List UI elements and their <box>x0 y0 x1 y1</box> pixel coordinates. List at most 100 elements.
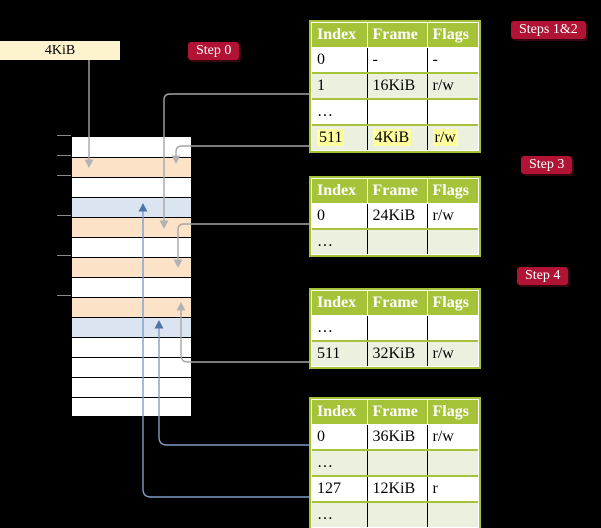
table-cell: r <box>426 475 478 502</box>
table-row: … <box>312 98 478 125</box>
memory-row-9-orange <box>72 297 191 317</box>
column-header-flags: Flags <box>426 179 478 204</box>
table-row: … <box>312 315 478 341</box>
column-header-index: Index <box>312 291 367 316</box>
column-header-flags: Flags <box>426 400 478 425</box>
table-cell: 4KiB <box>366 124 427 150</box>
highlighted-value: 4KiB <box>372 129 412 146</box>
tick-mark <box>57 215 71 216</box>
column-header-index: Index <box>312 400 367 425</box>
column-header-flags: Flags <box>426 23 478 48</box>
column-header-frame: Frame <box>366 179 427 204</box>
step-badge-step-0: Step 0 <box>188 42 240 60</box>
tick-mark <box>57 135 71 136</box>
table-cell: … <box>312 449 367 476</box>
memory-row-2-orange <box>72 157 191 177</box>
table-cell: 0 <box>317 207 325 224</box>
table-cell <box>366 98 427 125</box>
memory-stack <box>71 136 192 417</box>
table-cell: 12KiB <box>366 475 427 502</box>
table-cell: 511 <box>312 124 367 150</box>
table-cell: 0 <box>317 428 325 445</box>
memory-row-7-orange <box>72 257 191 277</box>
memory-row-14-white <box>72 397 191 416</box>
tick-mark <box>57 295 71 296</box>
table-cell: … <box>312 98 367 125</box>
table-cell <box>366 315 427 341</box>
tick-mark <box>57 255 71 256</box>
memory-row-13-white <box>72 377 191 397</box>
table-cell: … <box>312 501 367 527</box>
column-header-flags: Flags <box>426 291 478 316</box>
table-cell <box>366 449 427 476</box>
highlighted-value: r/w <box>432 129 458 146</box>
table-cell: 16KiB <box>366 72 427 99</box>
highlighted-value: 511 <box>317 129 345 146</box>
table-cell <box>426 228 478 254</box>
table-cell: r/w <box>426 124 478 150</box>
table-cell: … <box>317 319 333 336</box>
column-header-index: Index <box>312 179 367 204</box>
memory-row-10-blue <box>72 317 191 337</box>
memory-row-5-orange <box>72 217 191 237</box>
frame-size-box: 4KiB <box>0 41 120 60</box>
table-cell: … <box>312 228 367 254</box>
memory-row-1-white <box>72 137 191 157</box>
table-row: … <box>312 228 478 254</box>
column-header-index: Index <box>312 23 367 48</box>
table-cell <box>426 315 478 341</box>
memory-row-12-white <box>72 357 191 377</box>
table-cell: r/w <box>426 72 478 99</box>
frame-size-label: 4KiB <box>44 43 76 58</box>
step-badge-step-4: Step 4 <box>517 267 569 285</box>
tick-mark <box>57 155 71 156</box>
table-cell: 127 <box>312 475 367 502</box>
table-row: 0 -- <box>312 47 478 73</box>
table-cell <box>366 501 427 527</box>
column-header-frame: Frame <box>366 400 427 425</box>
table-cell: r/w <box>426 203 478 229</box>
tick-mark <box>57 175 71 176</box>
table-row: … <box>312 449 478 476</box>
memory-row-3-white <box>72 177 191 197</box>
table-cell <box>366 228 427 254</box>
table-cell: 36KiB <box>366 424 427 450</box>
table-cell: - <box>366 47 427 73</box>
memory-row-6-white <box>72 237 191 257</box>
memory-row-8-white <box>72 277 191 297</box>
table-cell <box>426 501 478 527</box>
step-badge-step-3: Step 3 <box>521 156 573 174</box>
table-cell: 511 <box>312 340 367 366</box>
table-cell: - <box>426 47 478 73</box>
table-cell: r/w <box>426 340 478 366</box>
table-cell: 1 <box>312 72 367 99</box>
table-row: … <box>312 501 478 527</box>
memory-row-11-white <box>72 337 191 357</box>
table-row: 511 4KiB r/w <box>312 124 478 150</box>
table-cell: 24KiB <box>366 203 427 229</box>
table-cell: 32KiB <box>366 340 427 366</box>
table-cell: r/w <box>426 424 478 450</box>
table-cell <box>426 98 478 125</box>
table-cell: 0 <box>317 51 325 68</box>
step-badge-steps-1-2: Steps 1&2 <box>511 21 586 39</box>
table-cell <box>426 449 478 476</box>
